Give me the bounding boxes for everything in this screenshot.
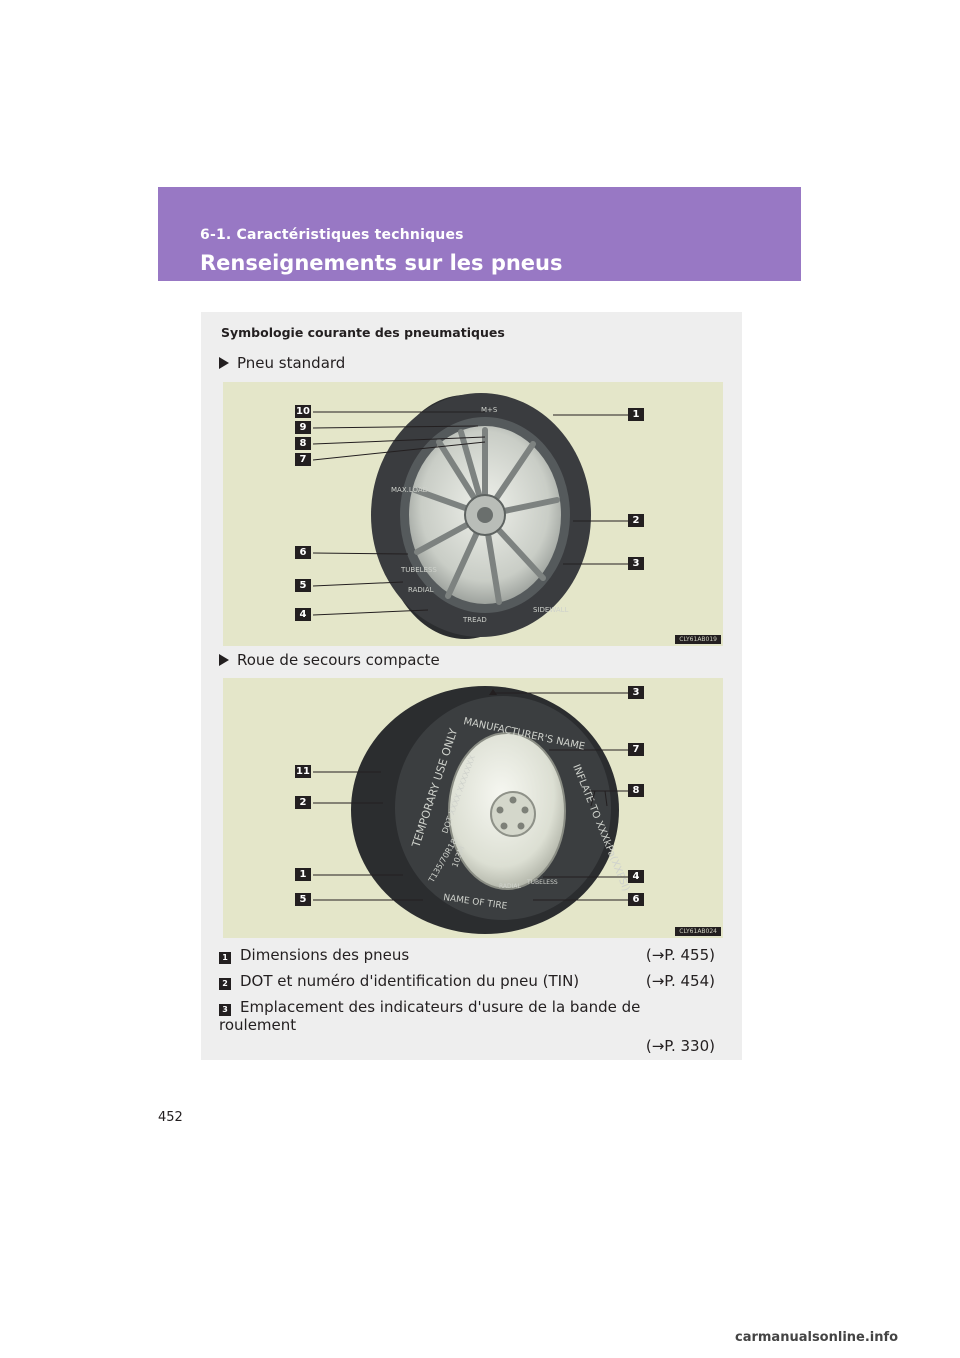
callout-3: 3 bbox=[628, 557, 644, 570]
figure-code: CLY61AB019 bbox=[675, 635, 721, 644]
triangle-bullet-icon bbox=[219, 654, 229, 666]
tire-text-ms: M+S bbox=[481, 406, 498, 414]
compact-spare-illustration: TEMPORARY USE ONLY INFLATE TO XXXkPa(XXP… bbox=[223, 678, 723, 938]
callout-4: 4 bbox=[295, 608, 311, 621]
info-box: Symbologie courante des pneumatiques Pne… bbox=[201, 312, 742, 1060]
callout-1: 1 bbox=[295, 868, 311, 881]
number-square-icon: 3 bbox=[219, 1004, 231, 1016]
callout-9: 9 bbox=[295, 421, 311, 434]
standard-tire-image: M+S TREAD SIDEWALL TUBELESS RADIAL MAX.L… bbox=[312, 393, 628, 639]
callout-5: 5 bbox=[295, 893, 311, 906]
tire-text-tubeless: TUBELESS bbox=[400, 566, 437, 574]
callout-3: 3 bbox=[628, 686, 644, 699]
callout-8: 8 bbox=[628, 784, 644, 797]
figure-code: CLY61AB024 bbox=[675, 927, 721, 936]
callout-2: 2 bbox=[295, 796, 311, 809]
number-square-icon: 2 bbox=[219, 978, 231, 990]
page-title: Renseignements sur les pneus bbox=[200, 251, 563, 275]
footer-watermark[interactable]: carmanualsonline.info bbox=[735, 1330, 899, 1345]
subheading-compact: Roue de secours compacte bbox=[219, 651, 440, 669]
tire-text-tread: TREAD bbox=[462, 616, 487, 624]
callout-1: 1 bbox=[628, 408, 644, 421]
compact-tire-image: TEMPORARY USE ONLY INFLATE TO XXXkPa(XXP… bbox=[313, 686, 631, 934]
callout-4: 4 bbox=[628, 870, 644, 883]
callout-11: 11 bbox=[295, 765, 311, 778]
tire-text-tubeless: TUBELESS bbox=[526, 879, 558, 886]
section-header: 6-1. Caractéristiques techniques Renseig… bbox=[158, 187, 801, 281]
tire-text-radial: RADIAL bbox=[408, 586, 434, 594]
page-reference[interactable]: (→P. 330) bbox=[645, 1037, 715, 1055]
callout-2: 2 bbox=[628, 514, 644, 527]
tire-text-maxload: MAX.LOAD bbox=[391, 486, 428, 494]
callout-10: 10 bbox=[295, 405, 311, 418]
callout-5: 5 bbox=[295, 579, 311, 592]
page-reference[interactable]: (→P. 455) bbox=[645, 946, 715, 964]
number-square-icon: 1 bbox=[219, 952, 231, 964]
page-reference[interactable]: (→P. 454) bbox=[645, 972, 715, 990]
subheading-standard: Pneu standard bbox=[219, 354, 345, 372]
callout-7: 7 bbox=[295, 453, 311, 466]
callout-6: 6 bbox=[295, 546, 311, 559]
tire-text-radial: RADIAL bbox=[499, 883, 522, 890]
tire-text-sidewall: SIDEWALL bbox=[533, 606, 569, 614]
callout-8: 8 bbox=[295, 437, 311, 450]
callout-6: 6 bbox=[628, 893, 644, 906]
triangle-bullet-icon bbox=[219, 357, 229, 369]
page-number: 452 bbox=[158, 1110, 183, 1125]
callout-7: 7 bbox=[628, 743, 644, 756]
box-heading: Symbologie courante des pneumatiques bbox=[221, 325, 505, 340]
section-label: 6-1. Caractéristiques techniques bbox=[200, 227, 464, 243]
standard-tire-illustration: M+S TREAD SIDEWALL TUBELESS RADIAL MAX.L… bbox=[223, 382, 723, 646]
